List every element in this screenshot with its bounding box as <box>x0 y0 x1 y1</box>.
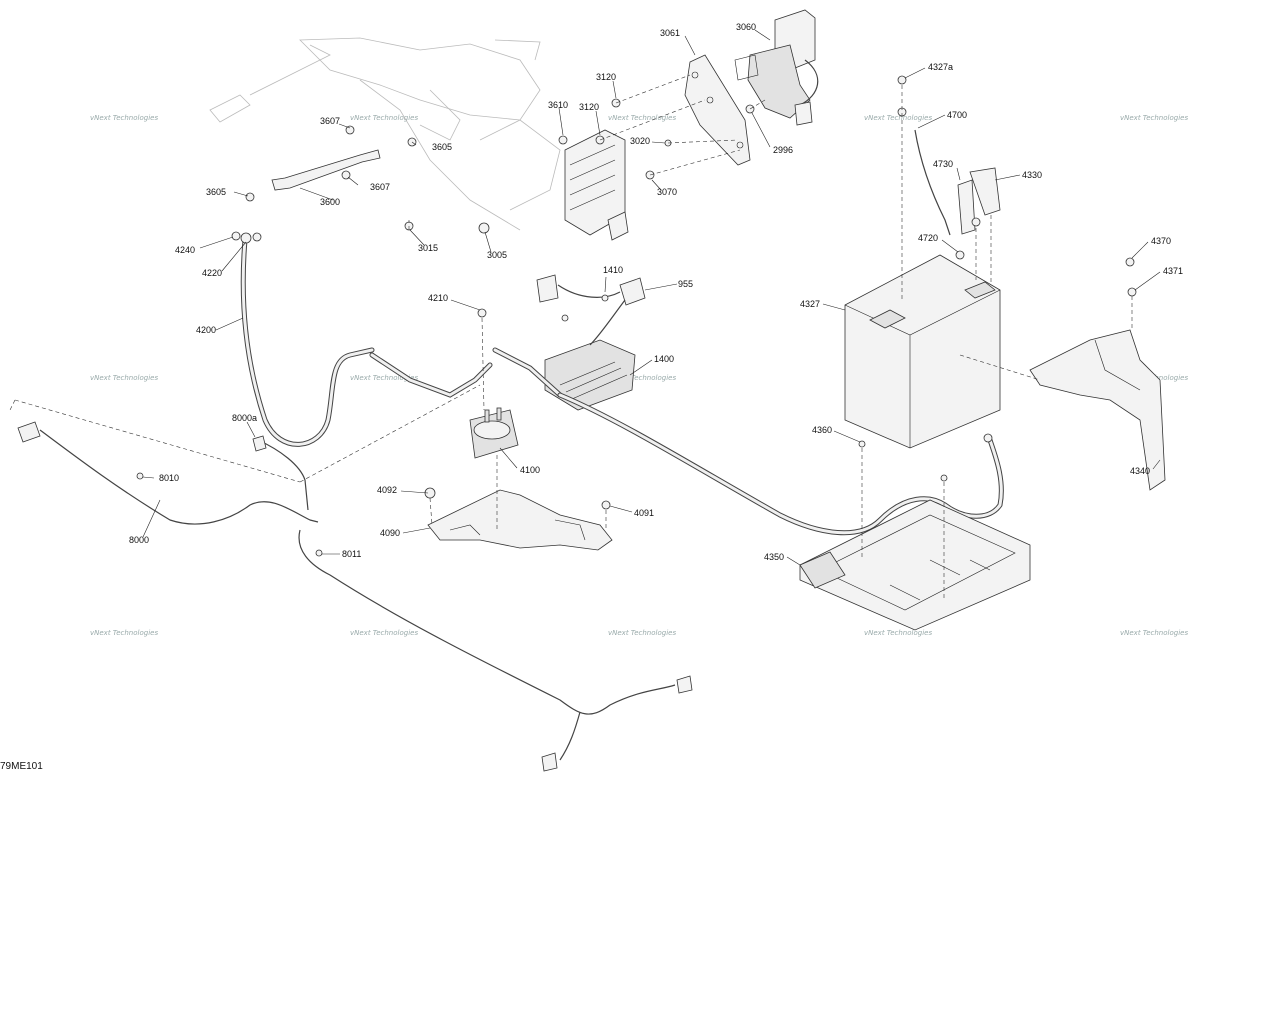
callout-4340: 4340 <box>1130 466 1150 476</box>
watermark-text: vNext Technologies <box>350 114 418 122</box>
watermark-text: vNext Technologies <box>90 629 158 637</box>
callout-4370: 4370 <box>1151 236 1171 246</box>
callout-4091: 4091 <box>634 508 654 518</box>
callout-4327: 4327 <box>800 299 820 309</box>
watermark-text: vNext Technologies <box>864 114 932 122</box>
callout-4360: 4360 <box>812 425 832 435</box>
callout-4350: 4350 <box>764 552 784 562</box>
callout-3605-left: 3605 <box>206 187 226 197</box>
callout-8000: 8000 <box>129 535 149 545</box>
battery-tray <box>799 499 1031 631</box>
callout-8000a: 8000a <box>232 413 257 423</box>
callout-3020: 3020 <box>630 136 650 146</box>
callout-1410: 1410 <box>603 265 623 275</box>
actuator-bracket <box>684 54 751 166</box>
leader-lines <box>9 29 1161 600</box>
callout-8010: 8010 <box>159 473 179 483</box>
callout-3120-upper: 3120 <box>596 72 616 82</box>
callout-4720: 4720 <box>918 233 938 243</box>
watermark-text: vNext Technologies <box>608 374 676 382</box>
steering-actuator <box>734 9 819 126</box>
starter-solenoid <box>369 308 519 459</box>
watermark-text: vNext Technologies <box>864 629 932 637</box>
callout-3060: 3060 <box>736 22 756 32</box>
watermark-text: vNext Technologies <box>1120 629 1188 637</box>
callout-2996: 2996 <box>773 145 793 155</box>
callout-8011: 8011 <box>342 549 361 559</box>
callout-3605-right: 3605 <box>432 142 452 152</box>
fuse-box <box>564 129 629 241</box>
positive-battery-cable <box>557 392 1004 536</box>
watermark-text: vNext Technologies <box>90 374 158 382</box>
callout-labels: 3061 3060 3120 3610 3120 3020 2996 3070 … <box>129 22 1183 562</box>
callout-1400: 1400 <box>654 354 674 364</box>
accessory-harness-8000 <box>17 421 693 772</box>
callout-3070: 3070 <box>657 187 677 197</box>
callout-4090: 4090 <box>380 528 400 538</box>
battery <box>844 75 1001 482</box>
callout-3005: 3005 <box>487 250 507 260</box>
figure-id: 79ME101 <box>0 761 43 772</box>
callout-3607-upper: 3607 <box>320 116 340 126</box>
callout-4210: 4210 <box>428 293 448 303</box>
callout-4330: 4330 <box>1022 170 1042 180</box>
ground-strap-3600 <box>245 125 417 202</box>
watermark-text: vNext Technologies <box>90 114 158 122</box>
regulator-connectors <box>536 274 646 346</box>
solenoid-bracket <box>424 487 613 551</box>
callout-3120-lower: 3120 <box>579 102 599 112</box>
callout-4220: 4220 <box>202 268 222 278</box>
watermark-text: vNext Technologies <box>1120 114 1188 122</box>
callout-4100: 4100 <box>520 465 540 475</box>
battery-cable-4200 <box>231 231 375 447</box>
watermark-text: vNext Technologies <box>350 374 418 382</box>
watermark-text: vNext Technologies <box>608 629 676 637</box>
background-frame-drawing <box>209 37 561 231</box>
callout-4730: 4730 <box>933 159 953 169</box>
callout-4092: 4092 <box>377 485 397 495</box>
callout-3607-lower: 3607 <box>370 182 390 192</box>
callout-3061: 3061 <box>660 28 680 38</box>
callout-4200: 4200 <box>196 325 216 335</box>
voltage-regulator <box>492 339 636 411</box>
callout-3015: 3015 <box>418 243 438 253</box>
watermark-text: vNext Technologies <box>350 629 418 637</box>
callout-4240: 4240 <box>175 245 195 255</box>
callout-4700: 4700 <box>947 110 967 120</box>
callout-4327a: 4327a <box>928 62 953 72</box>
battery-hold-down-bracket <box>1029 257 1166 491</box>
watermark-text: vNext Technologies <box>608 114 676 122</box>
callout-4371: 4371 <box>1163 266 1183 276</box>
callout-3600: 3600 <box>320 197 340 207</box>
top-fasteners <box>404 98 755 234</box>
callout-955: 955 <box>678 279 693 289</box>
callout-3610: 3610 <box>548 100 568 110</box>
